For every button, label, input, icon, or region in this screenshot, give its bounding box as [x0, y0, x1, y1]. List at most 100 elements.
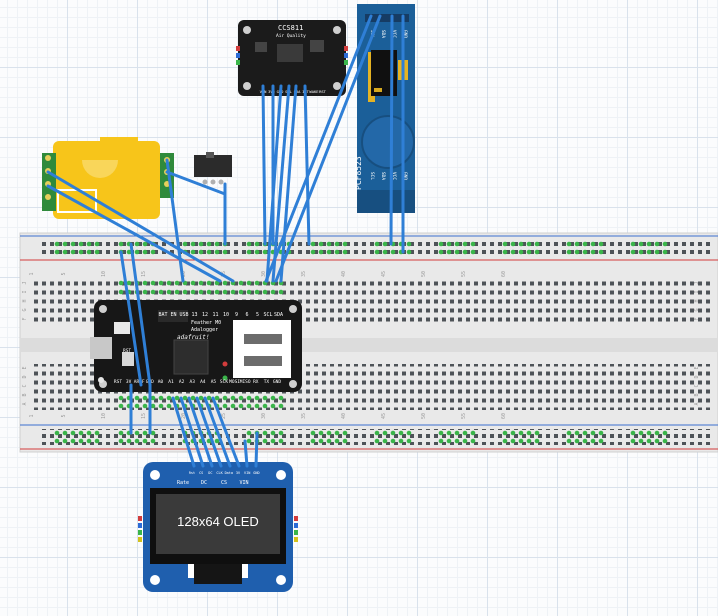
- row-letter-left: G: [22, 308, 28, 311]
- wire: [195, 396, 223, 468]
- wire: [211, 396, 241, 468]
- oled-pin-label: GND: [253, 471, 259, 475]
- wire: [129, 242, 152, 387]
- column-number: 15: [141, 413, 147, 419]
- wire: [119, 250, 143, 387]
- reset-button-label: RST: [123, 348, 131, 354]
- oled-pin-label: CS: [199, 471, 203, 475]
- oled-pin-label: Data: [225, 471, 233, 475]
- row-letter-left: C: [22, 384, 28, 387]
- column-number: 1: [29, 272, 35, 275]
- feather-top-pin-label: 9: [235, 312, 238, 318]
- rtc-pin-label: VCC: [391, 30, 397, 38]
- wire: [243, 439, 249, 468]
- rtc-pin-label-lower: VCC: [391, 172, 397, 180]
- oled-group-label: DC: [201, 480, 207, 486]
- column-number: 50: [421, 271, 427, 277]
- feather-bottom-pin-label: A5: [211, 379, 217, 385]
- row-letter-left: H: [22, 299, 28, 302]
- column-number: 60: [501, 271, 507, 277]
- column-number: 60: [501, 413, 507, 419]
- column-number: 1: [29, 414, 35, 417]
- row-letter-left: A: [22, 402, 28, 405]
- row-letter-left: D: [22, 375, 28, 378]
- feather-top-pin-label: 6: [245, 312, 248, 318]
- wire: [254, 431, 259, 468]
- feather-bottom-pin-label: 3V: [126, 379, 132, 385]
- wires: [46, 14, 405, 468]
- column-number: 15: [141, 271, 147, 277]
- row-letter-right: I: [694, 290, 700, 293]
- rtc-pin-label-lower: GND: [402, 172, 408, 180]
- feather-bottom-pin-label: MOSI: [229, 379, 240, 385]
- oled-group-label: CS: [221, 480, 227, 486]
- feather-top-pin-label: USB: [179, 312, 188, 318]
- wire: [279, 84, 298, 283]
- row-letter-right: G: [694, 308, 700, 311]
- column-number: 40: [341, 271, 347, 277]
- feather-top-pin-label: 5: [256, 312, 259, 318]
- rtc-pin-label: GND: [402, 30, 408, 38]
- rtc-pin-label: SDA: [380, 30, 386, 38]
- feather-top-pin-label: 12: [202, 312, 208, 318]
- ccs811-pin-label: WAKE: [309, 89, 319, 94]
- oled-screen-text: 128x64 OLED: [177, 514, 259, 529]
- feather-top-pin-label: 13: [191, 312, 197, 318]
- wire: [171, 396, 196, 468]
- column-number: 55: [461, 271, 467, 277]
- connected-holes: [54, 241, 668, 444]
- feather-bottom-pin-label: A4: [200, 379, 206, 385]
- wire: [261, 84, 267, 246]
- feather-brand: adafruit!: [177, 334, 210, 341]
- feather-top-pin-label: 11: [212, 312, 218, 318]
- rtc-pin-label-lower: SDA: [380, 172, 386, 180]
- column-number: 20: [181, 271, 187, 277]
- oled-screen: [156, 494, 280, 554]
- wire: [179, 396, 205, 468]
- column-number: 5: [61, 272, 67, 275]
- column-number: 35: [301, 413, 307, 419]
- column-number: 45: [381, 413, 387, 419]
- row-letter-right: F: [694, 317, 700, 320]
- feather-bottom-pin-label: GND: [273, 379, 281, 385]
- feather-bottom-pin-label: MISO: [240, 379, 251, 385]
- row-letter-right: D: [694, 375, 700, 378]
- wire: [265, 84, 283, 283]
- oled-group-labels: Rate DC CS VIN: [177, 480, 249, 486]
- column-number: 35: [301, 271, 307, 277]
- oled-pin-label: 3V: [236, 471, 241, 475]
- row-letter-right: E: [694, 366, 700, 369]
- row-letter-left: E: [22, 366, 28, 369]
- feather-bottom-pin-label: A1: [168, 379, 174, 385]
- wire: [264, 14, 373, 283]
- column-number: 10: [101, 413, 107, 419]
- oled-pin-label: Rst: [189, 471, 195, 475]
- feather-bottom-pin-label: A0: [158, 379, 164, 385]
- rtc-chip-label: PCF8523: [354, 156, 363, 190]
- row-letter-right: J: [694, 281, 700, 284]
- row-letter-right: C: [694, 384, 700, 387]
- wire: [46, 170, 235, 283]
- feather-top-pin-label: SCL: [263, 312, 272, 318]
- wire: [389, 14, 394, 246]
- oled-pin-label: VIN: [244, 471, 250, 475]
- column-number: 30: [261, 413, 267, 419]
- feather-top-pin-label: SDA: [274, 312, 283, 318]
- oled-group-label: Rate: [177, 480, 189, 486]
- wire: [187, 396, 214, 468]
- ccs811-pin-label: SDA: [294, 89, 302, 94]
- column-number: 30: [261, 271, 267, 277]
- oled-group-label: VIN: [239, 480, 248, 486]
- feather-top-pin-label: BAT: [158, 312, 167, 318]
- feather-bottom-pin-label: A2: [179, 379, 185, 385]
- row-letter-right: H: [694, 299, 700, 302]
- wire: [274, 14, 382, 283]
